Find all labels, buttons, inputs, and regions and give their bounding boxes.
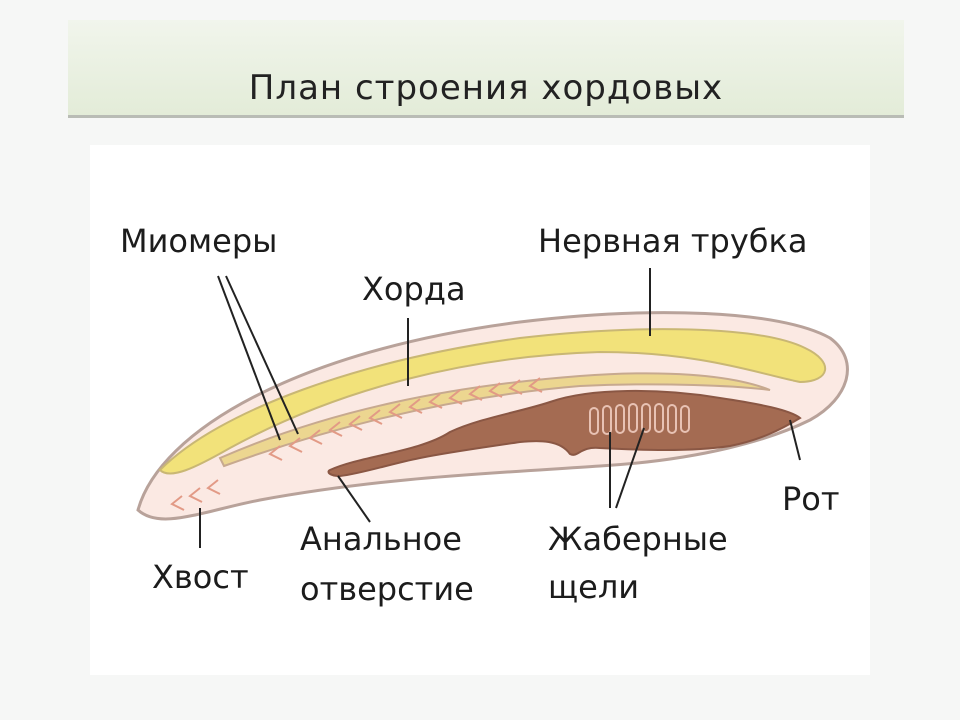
label-myomeres: Миомеры: [120, 222, 277, 260]
label-notochord: Хорда: [362, 270, 466, 308]
label-neural-tube: Нервная трубка: [538, 222, 807, 260]
label-tail: Хвост: [152, 558, 249, 596]
label-gill-slits-line1: Жаберные: [548, 520, 728, 558]
label-mouth: Рот: [782, 480, 840, 518]
label-anus-line1: Анальное: [300, 520, 462, 558]
label-gill-slits-line2: щели: [548, 568, 639, 606]
label-anus-line2: отверстие: [300, 570, 474, 608]
